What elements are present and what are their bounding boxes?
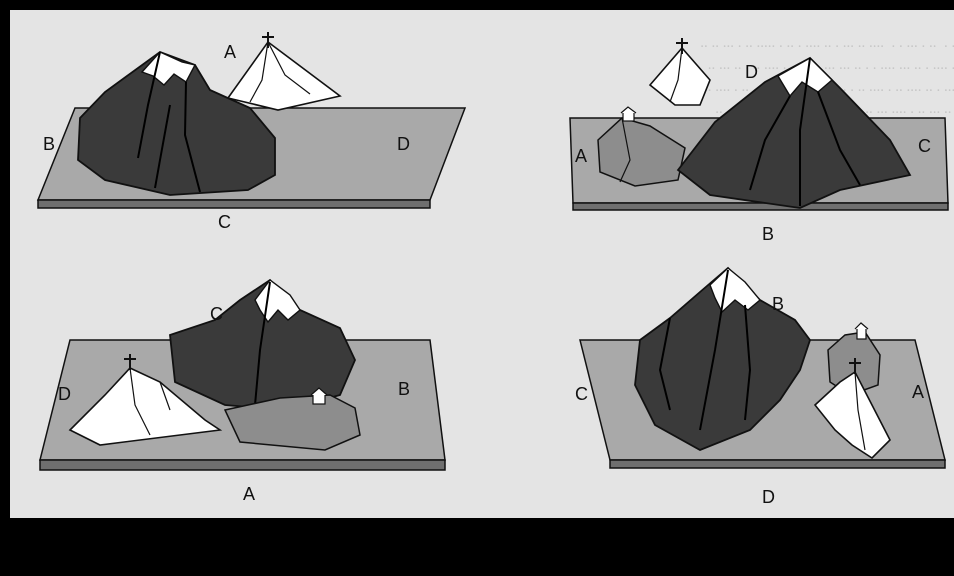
- label-bottom: A: [243, 484, 255, 504]
- panel-bottom-right: B C A D: [575, 268, 945, 507]
- panel-bottom-left: C D B A: [40, 280, 445, 504]
- hut-icon: [621, 107, 636, 121]
- board-edge: [610, 460, 945, 468]
- label-right: D: [397, 134, 410, 154]
- bottom-black-bar: [0, 518, 954, 576]
- board-edge: [40, 460, 445, 470]
- hut-icon: [855, 323, 868, 339]
- label-right: B: [398, 379, 410, 399]
- panel-top-right: D A C B: [570, 38, 948, 244]
- label-left: B: [43, 134, 55, 154]
- label-top: D: [745, 62, 758, 82]
- board-edge: [573, 203, 948, 210]
- label-left: D: [58, 384, 71, 404]
- label-bottom: D: [762, 487, 775, 507]
- label-top: B: [772, 294, 784, 314]
- label-right: C: [918, 136, 931, 156]
- label-right: A: [912, 382, 924, 402]
- panel-top-left: A B D C: [38, 32, 465, 232]
- label-bottom: C: [218, 212, 231, 232]
- three-mountains-figure: . . .. . ... . . .... .. ... . .. .... .…: [10, 10, 954, 518]
- label-top: A: [224, 42, 236, 62]
- mountain-cross: [228, 42, 340, 110]
- board-edge: [38, 200, 430, 208]
- label-left: C: [575, 384, 588, 404]
- mountain-cross: [650, 48, 710, 105]
- label-top: C: [210, 304, 223, 324]
- label-bottom: B: [762, 224, 774, 244]
- label-left: A: [575, 146, 587, 166]
